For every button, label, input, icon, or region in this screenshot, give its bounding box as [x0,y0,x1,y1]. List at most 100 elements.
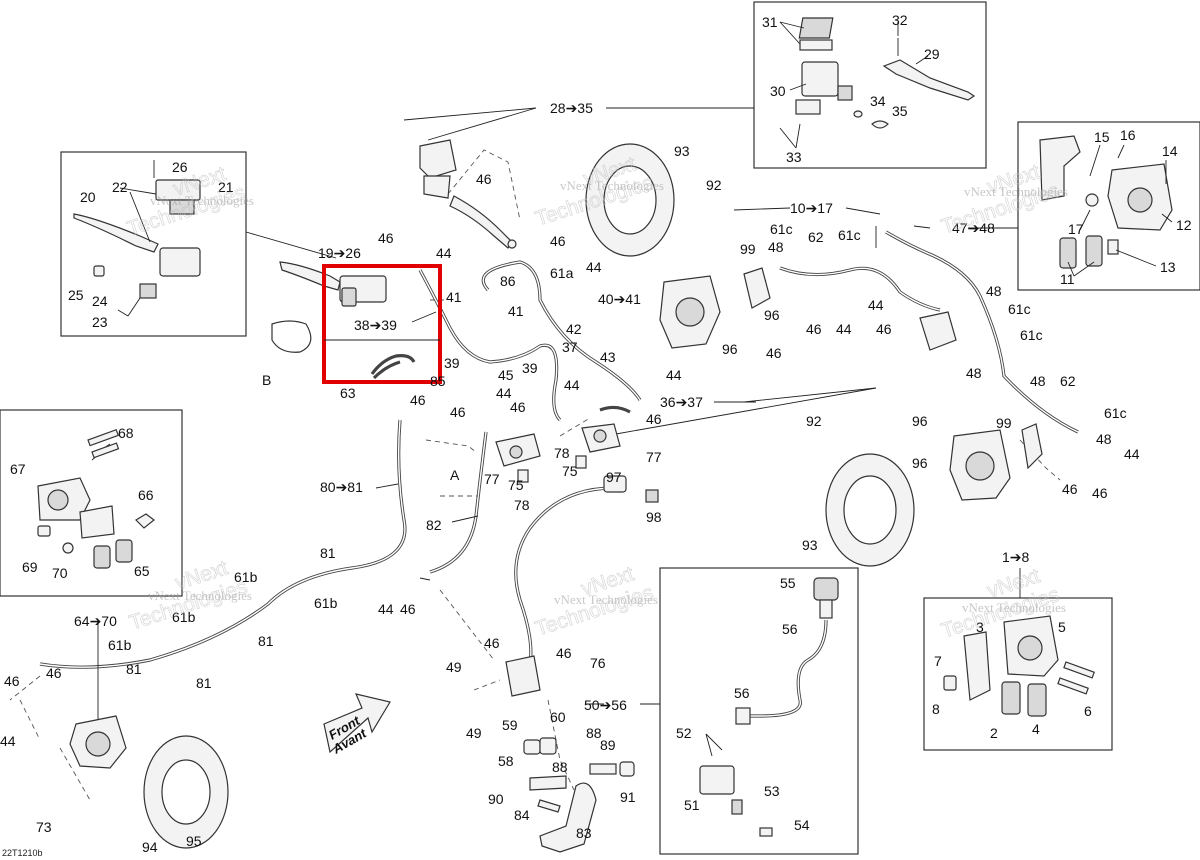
callout-13: 13 [1160,259,1176,275]
callout-99: 99 [740,241,756,257]
callout-44: 44 [868,297,884,313]
callout-97: 97 [606,469,622,485]
callout-46: 46 [450,404,466,420]
callout-69: 69 [22,559,38,575]
callout-46: 46 [806,321,822,337]
callout-84: 84 [514,807,530,823]
callout-44: 44 [836,321,852,337]
callout-92: 92 [706,177,722,193]
callout-44: 44 [666,367,682,383]
callout-3: 3 [976,619,984,635]
callout-78: 78 [554,445,570,461]
callout-85: 85 [430,373,446,389]
callout-24: 24 [92,293,108,309]
callout-91: 91 [620,789,636,805]
callout-60: 60 [550,709,566,725]
callout-90: 90 [488,791,504,807]
callout-61b: 61b [234,569,258,585]
callout-37: 37 [562,339,578,355]
callout-96: 96 [912,413,928,429]
callout-42: 42 [566,321,582,337]
callout-36-37: 36➔37 [660,394,703,410]
callout-81: 81 [258,633,274,649]
callout-44: 44 [564,377,580,393]
callout-48: 48 [986,283,1002,299]
callout-61a: 61a [550,265,574,281]
callout-77: 77 [484,471,500,487]
callout-34: 34 [870,93,886,109]
callout-68: 68 [118,425,134,441]
callout-48: 48 [1030,373,1046,389]
callout-58: 58 [498,753,514,769]
callout-46: 46 [646,411,662,427]
callout-54: 54 [794,817,810,833]
callout-35: 35 [892,103,908,119]
callout-46: 46 [378,230,394,246]
callout-28-35: 28➔35 [550,100,593,116]
callout-1-8: 1➔8 [1002,549,1030,565]
watermark-text: vNext Technologies [962,600,1066,615]
callout-63: 63 [340,385,356,401]
callout-61c: 61c [1020,327,1043,343]
callout-82: 82 [426,517,442,533]
callout-32: 32 [892,12,908,28]
callout-95: 95 [186,833,202,849]
callout-41: 41 [508,303,524,319]
callout-44: 44 [378,601,394,617]
callout-61c: 61c [1008,301,1031,317]
callout-39: 39 [444,355,460,371]
callout-52: 52 [676,725,692,741]
highlight-box [322,264,442,384]
callout-56-b: 56 [734,685,750,701]
callouts: 28➔35 46 93 92 10➔17 47➔48 19➔26 46 44 4… [0,100,1140,855]
callout-19-26: 19➔26 [318,245,361,261]
callout-2: 2 [990,725,998,741]
callout-8: 8 [932,701,940,717]
callout-86: 86 [500,273,516,289]
callout-65: 65 [134,563,150,579]
callout-46: 46 [876,321,892,337]
callout-61b: 61b [108,637,132,653]
callout-25: 25 [68,287,84,303]
callout-31: 31 [762,14,778,30]
inset-rear-caliper-left: 68 67 66 69 70 65 [0,409,183,597]
callout-70: 70 [52,565,68,581]
inset-master-cylinder-top: 31 32 29 30 34 35 33 [753,1,987,169]
callout-96: 96 [912,455,928,471]
callout-81: 81 [126,661,142,677]
callout-59: 59 [502,717,518,733]
callout-43: 43 [600,349,616,365]
callout-30: 30 [770,83,786,99]
callout-66: 66 [138,487,154,503]
callout-98: 98 [646,509,662,525]
callout-33: 33 [786,149,802,165]
callout-A: A [450,467,460,483]
callout-93: 93 [802,537,818,553]
callout-99: 99 [996,415,1012,431]
callout-88: 88 [586,725,602,741]
callout-12: 12 [1176,217,1192,233]
inset-front-caliper-lower: 3 5 7 8 2 4 6 [923,597,1113,751]
callout-20: 20 [80,189,96,205]
callout-64-70: 64➔70 [74,613,117,629]
callout-50-56: 50➔56 [584,697,627,713]
highlight-callout-38-39: 38➔39 [354,317,397,333]
callout-15: 15 [1094,129,1110,145]
watermark-text: vNext Technologies [150,193,254,208]
callout-94: 94 [142,839,158,855]
callout-23: 23 [92,314,108,330]
callout-29: 29 [924,46,940,62]
callout-62: 62 [808,229,824,245]
callout-45: 45 [498,367,514,383]
inset-rear-master-cylinder: 55 56 56 52 51 53 54 [659,567,859,855]
callout-81: 81 [320,545,336,561]
callout-44: 44 [1124,446,1140,462]
main-parts [69,139,1043,853]
callout-4: 4 [1032,721,1040,737]
callout-77: 77 [646,449,662,465]
callout-80-81: 80➔81 [320,479,363,495]
callout-61c: 61c [770,221,793,237]
callout-55: 55 [780,575,796,591]
callout-46: 46 [1062,481,1078,497]
